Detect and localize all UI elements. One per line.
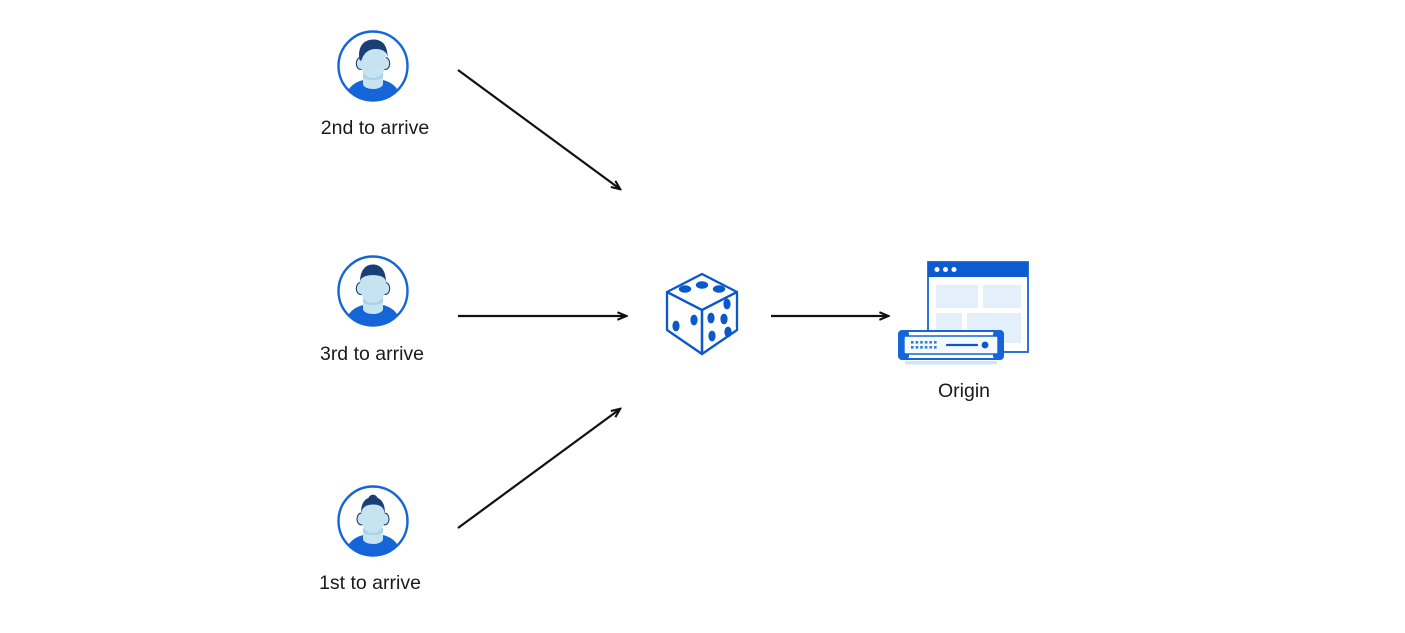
dice-top-pips — [678, 281, 726, 293]
client-avatar-2nd — [335, 28, 411, 104]
origin-label: Origin — [937, 380, 991, 402]
client-avatar-3rd — [335, 253, 411, 329]
user-avatar-icon — [337, 255, 409, 327]
client-label-3rd: 3rd to arrive — [319, 343, 425, 365]
origin-server — [895, 258, 1035, 368]
user-avatar-icon — [337, 30, 409, 102]
dice-icon — [665, 272, 739, 356]
client-avatar-1st — [335, 483, 411, 559]
arrow-2nd-to-dice — [457, 69, 620, 189]
client-label-2nd: 2nd to arrive — [320, 117, 430, 139]
dice-right-pips — [707, 298, 732, 342]
user-avatar-icon — [337, 485, 409, 557]
arrow-1st-to-dice — [457, 409, 620, 529]
client-label-1st: 1st to arrive — [319, 572, 421, 594]
dice-left-pips — [672, 314, 698, 332]
rack-server-icon — [898, 330, 1004, 365]
random-load-balancer — [663, 270, 741, 360]
origin-server-icon — [898, 261, 1029, 365]
